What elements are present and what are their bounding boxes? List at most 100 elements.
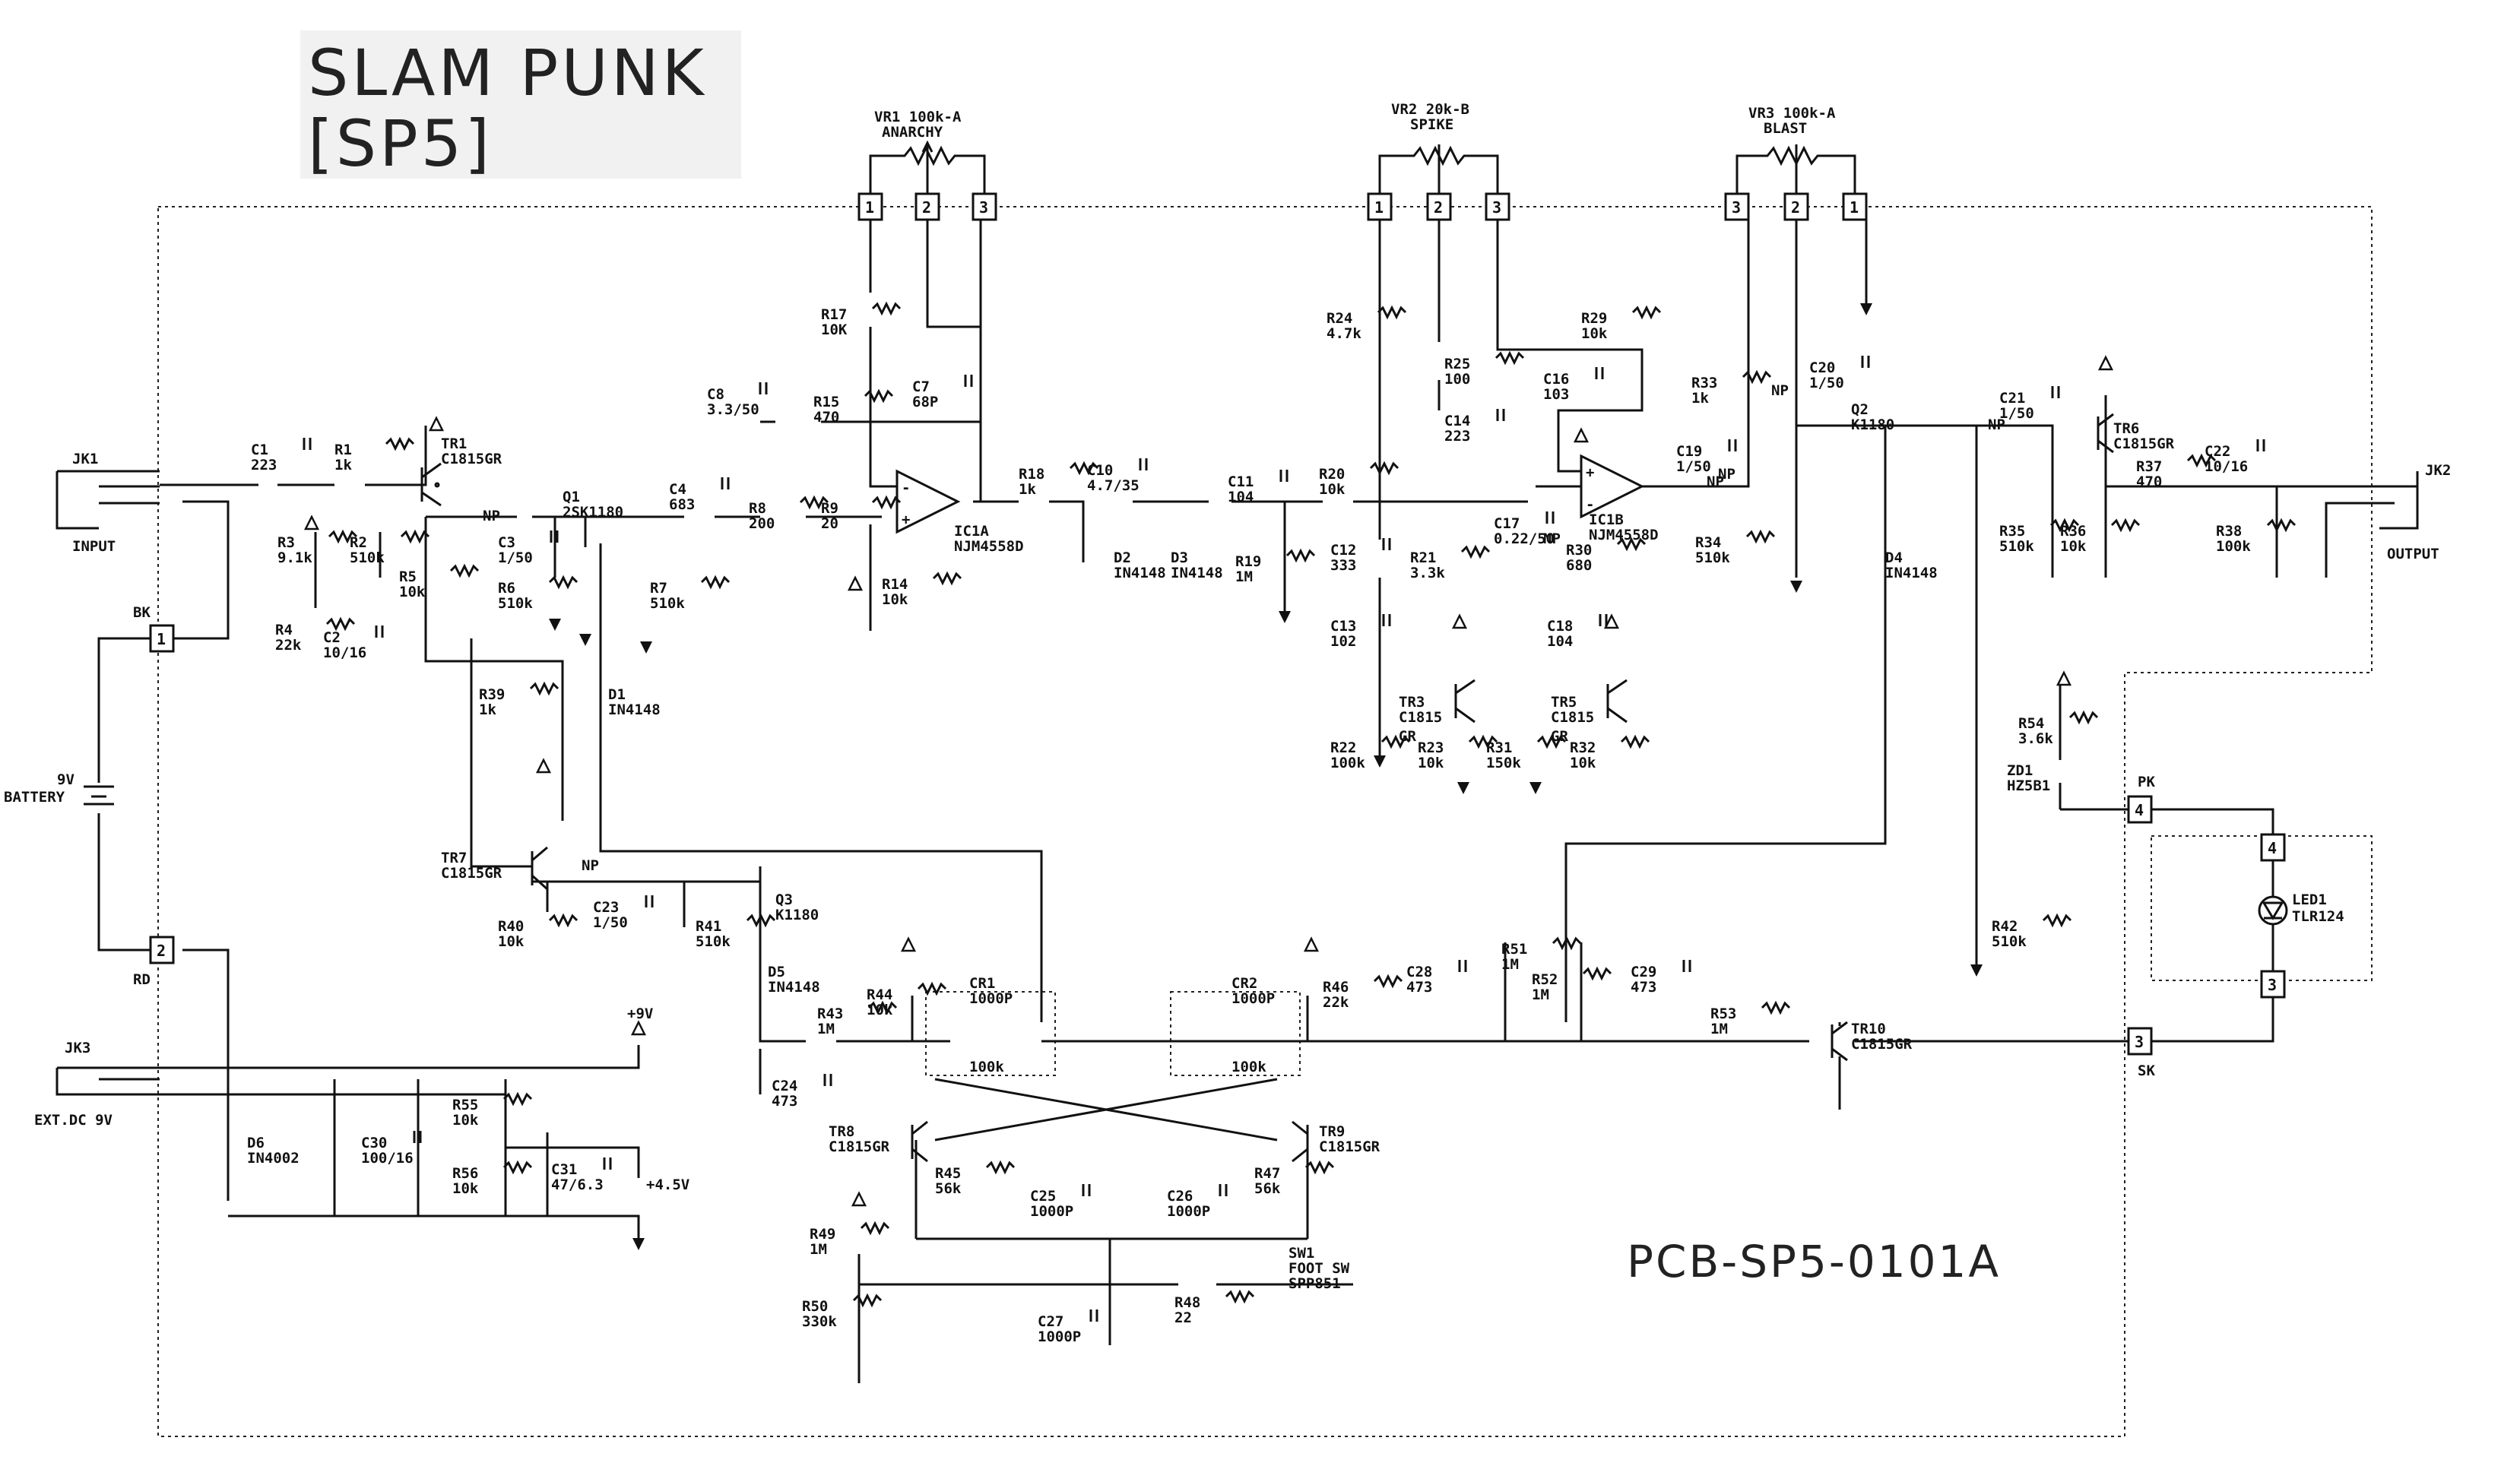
svg-text:PK: PK bbox=[2138, 774, 2155, 790]
symbol-r51 bbox=[1552, 936, 1582, 951]
symbol-r21 bbox=[1460, 544, 1491, 559]
symbol-c20 bbox=[1861, 356, 1870, 368]
component-label-c18: 104 bbox=[1547, 633, 1573, 650]
symbol-c2 bbox=[375, 625, 384, 638]
component-label-c17: C17 bbox=[1494, 515, 1520, 532]
symbol-r44 bbox=[917, 981, 947, 996]
svg-text:3: 3 bbox=[1492, 198, 1501, 217]
component-label-r37: 470 bbox=[2136, 473, 2162, 490]
component-label-ic1a: IC1A bbox=[954, 523, 989, 540]
svg-text:NP: NP bbox=[582, 857, 599, 874]
component-label-r46: R46 bbox=[1323, 979, 1349, 996]
component-label-c27: C27 bbox=[1038, 1313, 1063, 1330]
component-label-r41: R41 bbox=[696, 918, 721, 935]
symbol-c4 bbox=[721, 477, 730, 489]
component-label-r45: R45 bbox=[935, 1165, 961, 1182]
symbol-c17 bbox=[1545, 511, 1555, 524]
svg-text:NP: NP bbox=[1771, 382, 1789, 399]
svg-text:JK1: JK1 bbox=[72, 451, 98, 467]
component-label-r33: 1k bbox=[1691, 390, 1709, 407]
transistor-symbols bbox=[420, 413, 2114, 1163]
component-label-r51: R51 bbox=[1501, 941, 1527, 958]
svg-text:+: + bbox=[1586, 464, 1594, 481]
symbol-r18 bbox=[1069, 461, 1099, 476]
component-label-r35: R35 bbox=[1999, 523, 2025, 540]
component-label-r1: 1k bbox=[334, 457, 352, 473]
component-label-d2: D2 bbox=[1114, 549, 1131, 566]
component-label-r21: R21 bbox=[1410, 549, 1436, 566]
component-label-ic1b: NJM4558D bbox=[1589, 527, 1659, 543]
component-label-c19: C19 bbox=[1676, 443, 1702, 460]
component-label-c7: C7 bbox=[912, 378, 930, 395]
component-label-r17: 10K bbox=[821, 321, 848, 338]
component-label-c22: C22 bbox=[2205, 443, 2230, 460]
component-label-c14: C14 bbox=[1444, 413, 1470, 429]
component-label-r18: 1k bbox=[1019, 481, 1036, 498]
component-label-r3: 9.1k bbox=[277, 549, 312, 566]
symbol-c21 bbox=[2051, 386, 2060, 398]
component-label-r50: R50 bbox=[802, 1298, 828, 1315]
svg-text:VR1 100k-A: VR1 100k-A bbox=[874, 109, 962, 125]
symbol-r9 bbox=[871, 495, 902, 510]
component-label-tr10: TR10 bbox=[1851, 1021, 1886, 1037]
symbol-r25 bbox=[1495, 350, 1525, 366]
component-label-r42: R42 bbox=[1992, 918, 2018, 935]
component-label-c31: C31 bbox=[551, 1161, 577, 1178]
component-label-r53: 1M bbox=[1710, 1021, 1728, 1037]
symbol-r47 bbox=[1304, 1160, 1335, 1175]
component-label-r25: 100 bbox=[1444, 371, 1470, 388]
symbol-r43 bbox=[867, 1000, 898, 1015]
symbol-r4 bbox=[325, 616, 356, 632]
component-label-d3: IN4148 bbox=[1171, 565, 1223, 581]
component-label-r14: R14 bbox=[882, 576, 908, 593]
component-label-tr1: C1815GR bbox=[441, 451, 502, 467]
component-label-tr7: C1815GR bbox=[441, 865, 502, 882]
ground-arrows bbox=[549, 303, 1983, 1250]
svg-text:4: 4 bbox=[2135, 801, 2144, 819]
symbol-r5 bbox=[449, 563, 480, 578]
component-label-c24: 473 bbox=[772, 1093, 797, 1110]
component-label-c29: C29 bbox=[1631, 964, 1656, 980]
symbol-c27 bbox=[1089, 1309, 1098, 1322]
component-label-tr9: TR9 bbox=[1319, 1123, 1345, 1140]
component-label-cr1: CR1 bbox=[969, 975, 995, 992]
svg-text:3: 3 bbox=[979, 198, 988, 217]
component-label-r3: R3 bbox=[277, 534, 295, 551]
symbol-r30 bbox=[1616, 537, 1647, 552]
component-label-c30: C30 bbox=[361, 1135, 387, 1151]
symbol-r20 bbox=[1369, 461, 1399, 476]
signal-wires bbox=[160, 220, 2357, 1022]
component-label-c4: 683 bbox=[669, 496, 695, 513]
symbol-r42 bbox=[2042, 913, 2072, 928]
component-label-r50: 330k bbox=[802, 1313, 837, 1330]
component-label-d5: IN4148 bbox=[768, 979, 820, 996]
svg-text:OUTPUT: OUTPUT bbox=[2387, 546, 2439, 562]
component-label-r31: R31 bbox=[1486, 739, 1512, 756]
np-marks: NP NP NP NP NP NP NP bbox=[483, 382, 2005, 874]
component-label-r29: 10k bbox=[1581, 325, 1608, 342]
symbol-r29 bbox=[1631, 305, 1662, 320]
component-label-c24: C24 bbox=[772, 1078, 797, 1094]
v45-rail-label: +4.5V bbox=[646, 1176, 689, 1193]
symbol-r48 bbox=[1225, 1289, 1255, 1304]
component-label-c25: C25 bbox=[1030, 1188, 1056, 1205]
component-label-r39: R39 bbox=[479, 686, 505, 703]
component-label-c1: C1 bbox=[251, 442, 268, 458]
component-label-c27: 1000P bbox=[1038, 1328, 1081, 1345]
symbol-c13 bbox=[1382, 614, 1391, 626]
title-line1: SLAM PUNK bbox=[308, 36, 707, 110]
component-label-cr2r: 100k bbox=[1231, 1059, 1266, 1075]
component-label-zd1: HZ5B1 bbox=[2007, 777, 2050, 794]
component-label-r9: 20 bbox=[821, 515, 838, 532]
svg-text:NP: NP bbox=[1707, 473, 1724, 490]
component-label-sw1: SPP851 bbox=[1289, 1275, 1341, 1292]
svg-text:1: 1 bbox=[865, 198, 874, 217]
component-label-r15: R15 bbox=[813, 394, 839, 410]
symbol-r14 bbox=[932, 571, 962, 586]
component-label-c2: C2 bbox=[323, 629, 341, 646]
component-label-r39: 1k bbox=[479, 701, 496, 718]
svg-text:EXT.DC 9V: EXT.DC 9V bbox=[34, 1112, 113, 1129]
component-label-c31: 47/6.3 bbox=[551, 1176, 604, 1193]
svg-text:BLAST: BLAST bbox=[1764, 120, 1807, 137]
